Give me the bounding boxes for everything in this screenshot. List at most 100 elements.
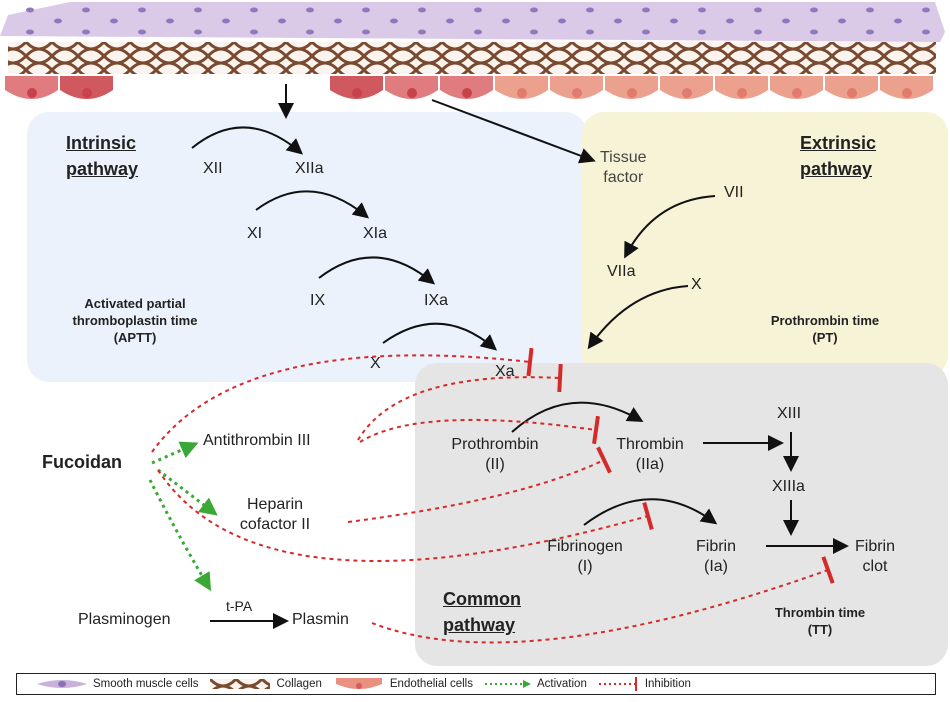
activation-heparin — [157, 468, 218, 516]
muscle-cell-nucleus — [726, 18, 734, 24]
muscle-cell-nucleus — [614, 18, 622, 24]
muscle-cell-nucleus — [54, 18, 62, 24]
activation-plasminogen — [148, 479, 212, 592]
endothelial-cell — [660, 76, 713, 99]
collagen-icon — [210, 679, 271, 689]
muscle-cell-nucleus — [250, 7, 258, 13]
arrow-ix-ixa — [318, 256, 436, 285]
legend-endothelial: Endothelial cells — [334, 676, 473, 692]
muscle-cell-nucleus — [362, 29, 370, 35]
arrow-xi-xia — [255, 190, 370, 219]
legend-smooth-muscle: Smooth muscle cells — [37, 678, 198, 690]
muscle-cell-nucleus — [446, 18, 454, 24]
node-xi: XI — [247, 225, 263, 242]
legend-inhibition: Inhibition — [598, 677, 691, 691]
endothelial-cell — [440, 76, 493, 99]
muscle-cell-nucleus — [754, 29, 762, 35]
node-vii: VII — [724, 184, 744, 201]
muscle-cell-nucleus — [586, 7, 594, 13]
extrinsic-pathway-panel — [582, 112, 948, 377]
endothelial-cell — [60, 76, 113, 99]
muscle-cell-nucleus — [698, 29, 706, 35]
muscle-cell-nucleus — [586, 29, 594, 35]
endothelial-cell — [385, 76, 438, 99]
muscle-cell-nucleus — [922, 7, 930, 13]
node-plasmin: Plasmin — [292, 611, 349, 628]
muscle-cell-nucleus — [418, 29, 426, 35]
legend-collagen: Collagen — [210, 678, 322, 690]
node-thrombin: Thrombin(IIa) — [616, 436, 684, 473]
endothelial-cell — [605, 76, 658, 99]
muscle-cell-nucleus — [138, 29, 146, 35]
arrow-prothrombin-thrombin — [511, 401, 644, 433]
muscle-cell-nucleus — [502, 18, 510, 24]
muscle-cell-nucleus — [82, 7, 90, 13]
node-xiiia: XIIIa — [772, 478, 805, 495]
node-prothrombin: Prothrombin(II) — [451, 436, 539, 473]
node-ix: IX — [310, 292, 326, 309]
node-xiia: XIIa — [295, 160, 324, 177]
smooth-muscle-icon — [37, 680, 87, 688]
muscle-cell-nucleus — [698, 7, 706, 13]
muscle-cell-nucleus — [26, 7, 34, 13]
arrow-x-xa-extrinsic — [587, 285, 689, 350]
muscle-cell-nucleus — [474, 29, 482, 35]
inhibition-plasmin-clot — [371, 556, 835, 644]
node-x-extrinsic: X — [691, 276, 702, 293]
node-xii: XII — [203, 160, 223, 177]
muscle-cell-nucleus — [670, 18, 678, 24]
arrow-endothelium-to-tissue-factor — [431, 99, 596, 164]
muscle-cell-nucleus — [250, 29, 258, 35]
activation-arrow-icon — [484, 680, 531, 688]
node-antithrombin: Antithrombin III — [203, 432, 311, 449]
node-x-intrinsic: X — [370, 355, 381, 372]
endothelial-cell — [495, 76, 548, 99]
smooth-muscle-layer — [0, 2, 945, 42]
tt-label: Thrombin time(TT) — [774, 605, 866, 637]
muscle-cell-nucleus — [278, 18, 286, 24]
muscle-cell-nucleus — [642, 29, 650, 35]
endothelial-cell — [5, 76, 58, 99]
muscle-cell-nucleus — [26, 29, 34, 35]
muscle-cell-nucleus — [138, 7, 146, 13]
vessel-wall-illustration — [0, 2, 945, 99]
muscle-cell-nucleus — [530, 29, 538, 35]
muscle-cell-nucleus — [558, 18, 566, 24]
inhibition-fucoidan-xa — [151, 347, 534, 453]
legend-activation: Activation — [484, 678, 587, 690]
arrow-xii-xiia — [191, 126, 304, 155]
node-fibrinogen: Fibrinogen(I) — [547, 538, 623, 575]
node-xia: XIa — [363, 225, 388, 242]
endothelial-cell-icon — [335, 678, 382, 689]
inhibition-heparin-thrombin — [347, 446, 612, 523]
muscle-cell-nucleus — [334, 18, 342, 24]
muscle-cell-nucleus — [894, 18, 902, 24]
endothelial-cell — [715, 76, 768, 99]
collagen-layer — [8, 42, 936, 74]
label-tpa: t-PA — [226, 598, 253, 614]
node-xa: Xa — [495, 363, 515, 380]
muscle-cell-nucleus — [782, 18, 790, 24]
muscle-cell-nucleus — [306, 7, 314, 13]
inhibition-fucoidan-fibrin — [157, 469, 654, 562]
arrow-fibrinogen-fibrin — [583, 498, 718, 526]
muscle-cell-nucleus — [866, 7, 874, 13]
inhibition-antithrombin-xa — [357, 363, 563, 441]
muscle-cell-nucleus — [166, 18, 174, 24]
node-fucoidan: Fucoidan — [42, 452, 122, 472]
muscle-cell-nucleus — [810, 7, 818, 13]
endothelial-cell — [770, 76, 823, 99]
muscle-cell-nucleus — [82, 29, 90, 35]
muscle-cell-nucleus — [754, 7, 762, 13]
muscle-cell-nucleus — [362, 7, 370, 13]
muscle-cell-nucleus — [474, 7, 482, 13]
node-plasminogen: Plasminogen — [78, 611, 171, 628]
